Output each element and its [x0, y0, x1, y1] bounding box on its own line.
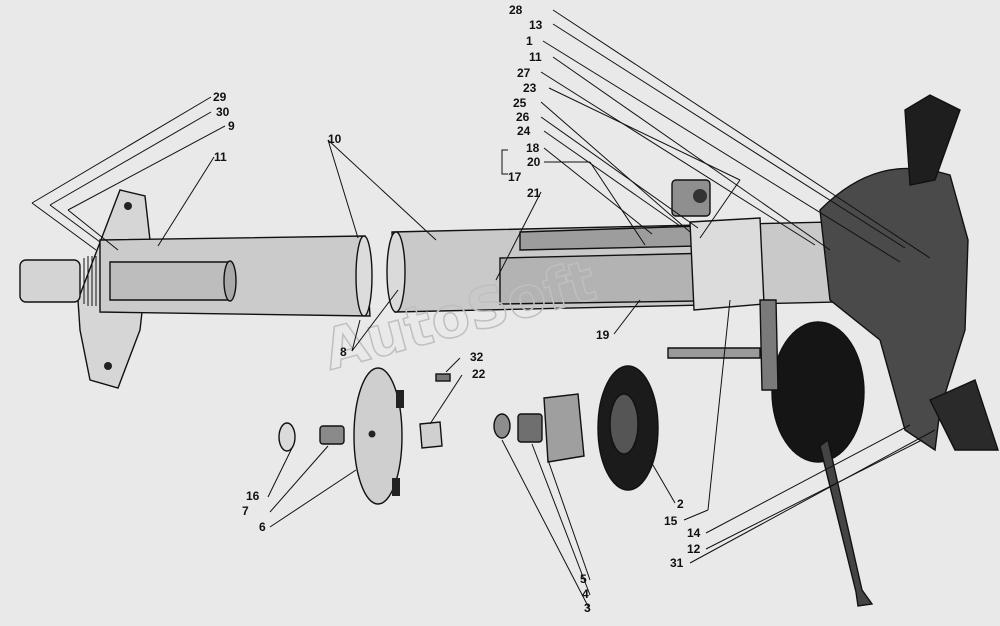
callout-labels: 28 13 1 11 27 23 25 26 24 18 20 17 21 19… [213, 3, 701, 615]
callout-10: 10 [328, 132, 342, 146]
callout-4: 4 [582, 587, 589, 601]
inner-shaft-left [109, 261, 231, 301]
steering-column-drawing [19, 94, 999, 607]
callout-24: 24 [517, 124, 531, 138]
cam-2-core [609, 393, 639, 455]
callout-31: 31 [670, 556, 684, 570]
callout-16: 16 [246, 489, 260, 503]
steering-wheel-rim [929, 379, 999, 451]
wire-lead [667, 347, 761, 359]
steering-wheel-spoke [904, 94, 961, 186]
callout-13: 13 [529, 18, 543, 32]
contact-plate-tab-bottom [392, 478, 400, 496]
callout-6: 6 [259, 520, 266, 534]
contact-plate [353, 367, 403, 505]
bushing-22 [419, 421, 443, 449]
callout-32: 32 [470, 350, 484, 364]
turn-signal-lever [819, 438, 874, 607]
callout-25: 25 [513, 96, 527, 110]
callout-14: 14 [687, 526, 701, 540]
tube-left-end [355, 235, 373, 317]
clamp-bolt [693, 189, 707, 203]
screw-32 [435, 373, 451, 382]
callout-3: 3 [584, 601, 591, 615]
flange-hole-top [124, 202, 132, 210]
inner-shaft-end [223, 260, 237, 302]
shaft-end [19, 259, 81, 303]
callout-8: 8 [340, 345, 347, 359]
callout-11-left: 11 [214, 150, 227, 164]
callout-27: 27 [517, 66, 531, 80]
callout-19: 19 [596, 328, 610, 342]
callout-21: 21 [527, 186, 541, 200]
washer-16 [278, 422, 296, 452]
callout-29: 29 [213, 90, 227, 104]
spring-4 [517, 413, 543, 443]
callout-12: 12 [687, 542, 701, 556]
flange-hole-bottom [104, 362, 112, 370]
sleeve-5 [543, 393, 585, 463]
callout-7: 7 [242, 504, 249, 518]
callout-28: 28 [509, 3, 523, 17]
callout-22: 22 [472, 367, 486, 381]
callout-5: 5 [580, 572, 587, 586]
upper-clamp [671, 179, 711, 217]
callout-2: 2 [677, 497, 684, 511]
callout-1: 1 [526, 34, 533, 48]
nut-3 [493, 413, 511, 439]
callout-11-top: 11 [529, 50, 542, 64]
callout-26: 26 [516, 110, 530, 124]
callout-20: 20 [527, 155, 541, 169]
tube-right-end [386, 231, 406, 313]
contact-plate-tab-top [396, 390, 404, 408]
callout-17: 17 [508, 170, 522, 184]
callout-23: 23 [523, 81, 537, 95]
switch-housing [689, 217, 765, 311]
callout-18: 18 [526, 141, 540, 155]
bottom-disc [771, 321, 865, 463]
callout-9: 9 [228, 119, 235, 133]
contact-plate-hole [368, 430, 376, 438]
wire-tube [759, 299, 779, 391]
leader-lines [31, 9, 936, 611]
callout-15: 15 [664, 514, 678, 528]
callout-30: 30 [216, 105, 230, 119]
spring-7 [319, 425, 345, 445]
